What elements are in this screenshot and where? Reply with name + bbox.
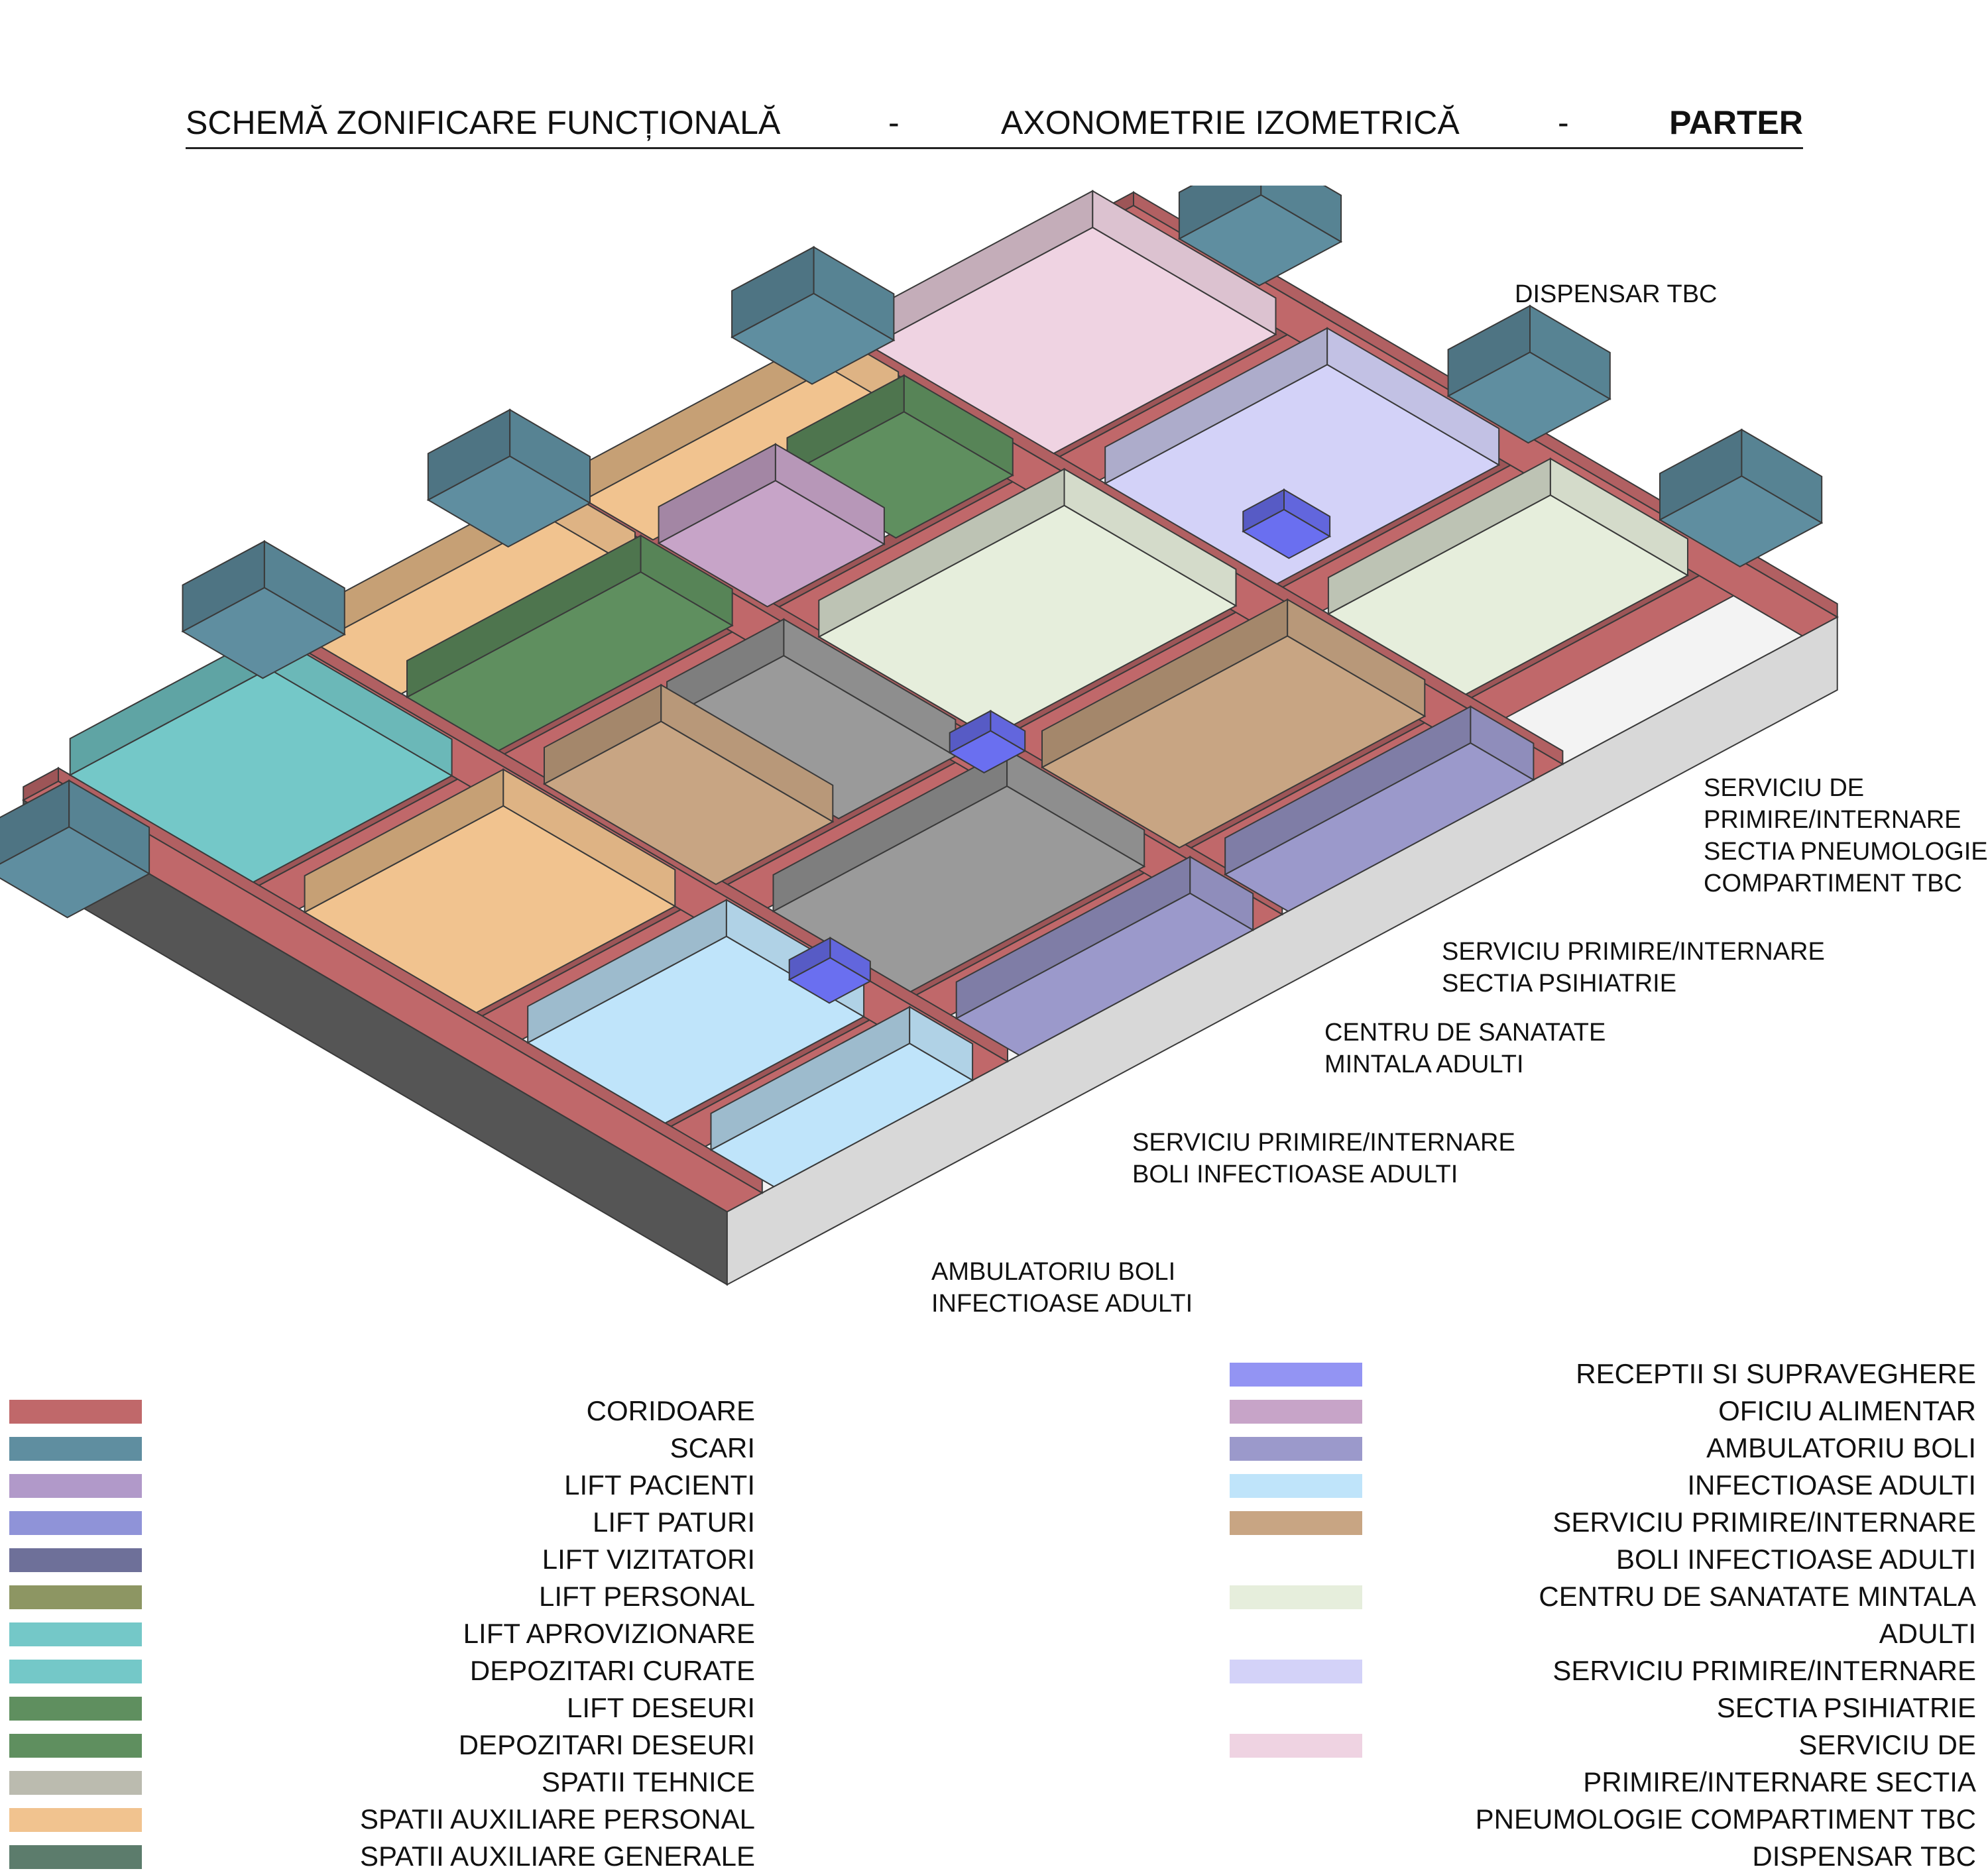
zone-depozitari-deseuri-wall	[903, 374, 1014, 477]
legend-label: SPATII AUXILIARE PERSONAL	[360, 1803, 755, 1835]
zone-primire-infectioase-wall	[1287, 598, 1426, 718]
legend-label: SERVICIU PRIMIRE/INTERNARE	[1552, 1655, 1976, 1686]
stairs-core-wall	[1260, 186, 1342, 243]
stairs-core-wall	[1741, 428, 1823, 524]
legend-swatch	[9, 1437, 142, 1461]
legend-swatch	[1230, 1474, 1362, 1498]
stairs-core-wall	[263, 540, 345, 636]
zone-depozitari-deseuri-wall	[640, 534, 733, 627]
zone-ambulatoriu-boli-wall	[1470, 705, 1535, 781]
legend-swatch	[9, 1400, 142, 1424]
legend-label: BOLI INFECTIOASE ADULTI	[1615, 1544, 1976, 1575]
callout-boli-infectioase: SERVICIU PRIMIRE/INTERNARE BOLI INFECTIO…	[1132, 1129, 1515, 1188]
legend-swatch	[9, 1771, 142, 1795]
legend-label: LIFT PATURI	[592, 1506, 755, 1538]
legend-swatch	[1230, 1734, 1362, 1758]
legend-label: DISPENSAR TBC	[1752, 1841, 1976, 1872]
legend-label: LIFT DESEURI	[567, 1692, 755, 1723]
isometric-floor-plan	[0, 186, 1839, 1286]
legend-label: LIFT APROVIZIONARE	[463, 1618, 755, 1649]
legend-label: LIFT PACIENTI	[564, 1469, 755, 1501]
legend-swatch	[9, 1734, 142, 1758]
legend-swatch	[9, 1548, 142, 1572]
legend-swatch	[1230, 1660, 1362, 1683]
legend-swatch	[1230, 1400, 1362, 1424]
legend-label: SCARI	[670, 1432, 755, 1463]
stairs-core-wall	[509, 408, 591, 504]
legend-label: PRIMIRE/INTERNARE SECTIA	[1583, 1766, 1976, 1797]
legend-swatch	[9, 1808, 142, 1832]
zone-receptie-wall	[1283, 488, 1331, 538]
zone-ambulatoriu-boli-wall	[1189, 855, 1254, 931]
legend-swatch	[1230, 1363, 1362, 1387]
title-floor-level: PARTER	[1669, 104, 1803, 141]
legend-swatch	[9, 1845, 142, 1869]
legend-label: SERVICIU PRIMIRE/INTERNARE	[1552, 1506, 1976, 1538]
title-isometric-axonometry: AXONOMETRIE IZOMETRICĂ	[1001, 104, 1460, 141]
legend-label: CORIDOARE	[586, 1395, 755, 1426]
legend-swatch	[1230, 1437, 1362, 1461]
callout-ambulatoriu: AMBULATORIU BOLI INFECTIOASE ADULTI	[931, 1258, 1193, 1318]
zone-sanatate-mintala-wall	[1549, 457, 1688, 577]
legend-label: SECTIA PSIHIATRIE	[1716, 1692, 1976, 1723]
zone-ambulatoriu-wall	[909, 1005, 974, 1082]
legend-label: LIFT VIZITATORI	[542, 1544, 755, 1575]
legend-swatch	[9, 1511, 142, 1535]
zone-receptie-wall	[990, 709, 1026, 752]
legend-label: RECEPTII SI SUPRAVEGHERE	[1576, 1358, 1976, 1389]
stairs-core-wall	[1529, 304, 1611, 400]
stairs-core-wall	[813, 245, 895, 342]
legend-label: SPATII TEHNICE	[541, 1766, 755, 1797]
legend-label: SPATII AUXILIARE GENERALE	[360, 1841, 755, 1872]
legend-label: DEPOZITARI DESEURI	[458, 1729, 755, 1760]
legend-swatch	[1230, 1585, 1362, 1609]
callout-dispensar-tbc: DISPENSAR TBC	[1515, 280, 1718, 308]
zone-auxiliare-personal-wall	[502, 768, 676, 908]
legend-swatch	[9, 1660, 142, 1683]
legend-label: OFICIU ALIMENTAR	[1718, 1395, 1976, 1426]
callout-sanatate-mintala: CENTRU DE SANATATE MINTALA ADULTI	[1324, 1019, 1606, 1078]
page-title: SCHEMĂ ZONIFICARE FUNCȚIONALĂ - AXONOMET…	[186, 99, 1803, 149]
callout-pneumologie-tbc: SERVICIU DE PRIMIRE/INTERNARE SECTIA PNE…	[1704, 774, 1988, 897]
legend-swatch	[9, 1697, 142, 1721]
legend-label: AMBULATORIU BOLI	[1706, 1432, 1976, 1463]
stairs-core-wall	[68, 779, 150, 876]
zone-atrium-wall	[1006, 748, 1145, 868]
legend-label: INFECTIOASE ADULTI	[1687, 1469, 1976, 1501]
legend-label: LIFT PERSONAL	[539, 1581, 755, 1612]
zone-psihiatrie-wall	[1326, 327, 1500, 467]
legend-swatch	[9, 1474, 142, 1498]
legend-label: PNEUMOLOGIE COMPARTIMENT TBC	[1475, 1803, 1976, 1835]
legend-label: DEPOZITARI CURATE	[469, 1655, 755, 1686]
zone-sanatate-mintala-wall	[1063, 467, 1237, 607]
legend-label: SERVICIU DE	[1798, 1729, 1976, 1760]
stairs-core-wall	[1178, 186, 1262, 240]
zone-dispensar-tbc-wall	[1092, 190, 1277, 336]
zone-atrium-wall	[783, 618, 957, 758]
callout-psihiatrie: SERVICIU PRIMIRE/INTERNARE SECTIA PSIHIA…	[1442, 938, 1825, 997]
title-separator: -	[1558, 104, 1569, 141]
legend-swatch	[9, 1585, 142, 1609]
zone-oficiu-alimentar-wall	[774, 443, 885, 545]
legend-swatch	[9, 1622, 142, 1646]
title-separator: -	[888, 104, 900, 141]
zone-infectioase-wall	[660, 683, 834, 823]
title-zoning-scheme: SCHEMĂ ZONIFICARE FUNCȚIONALĂ	[186, 104, 781, 141]
legend-swatch	[1230, 1511, 1362, 1535]
legend-label: ADULTI	[1879, 1618, 1976, 1649]
zone-receptie-wall	[829, 937, 871, 983]
legend-label: CENTRU DE SANATATE MINTALA	[1539, 1581, 1976, 1612]
